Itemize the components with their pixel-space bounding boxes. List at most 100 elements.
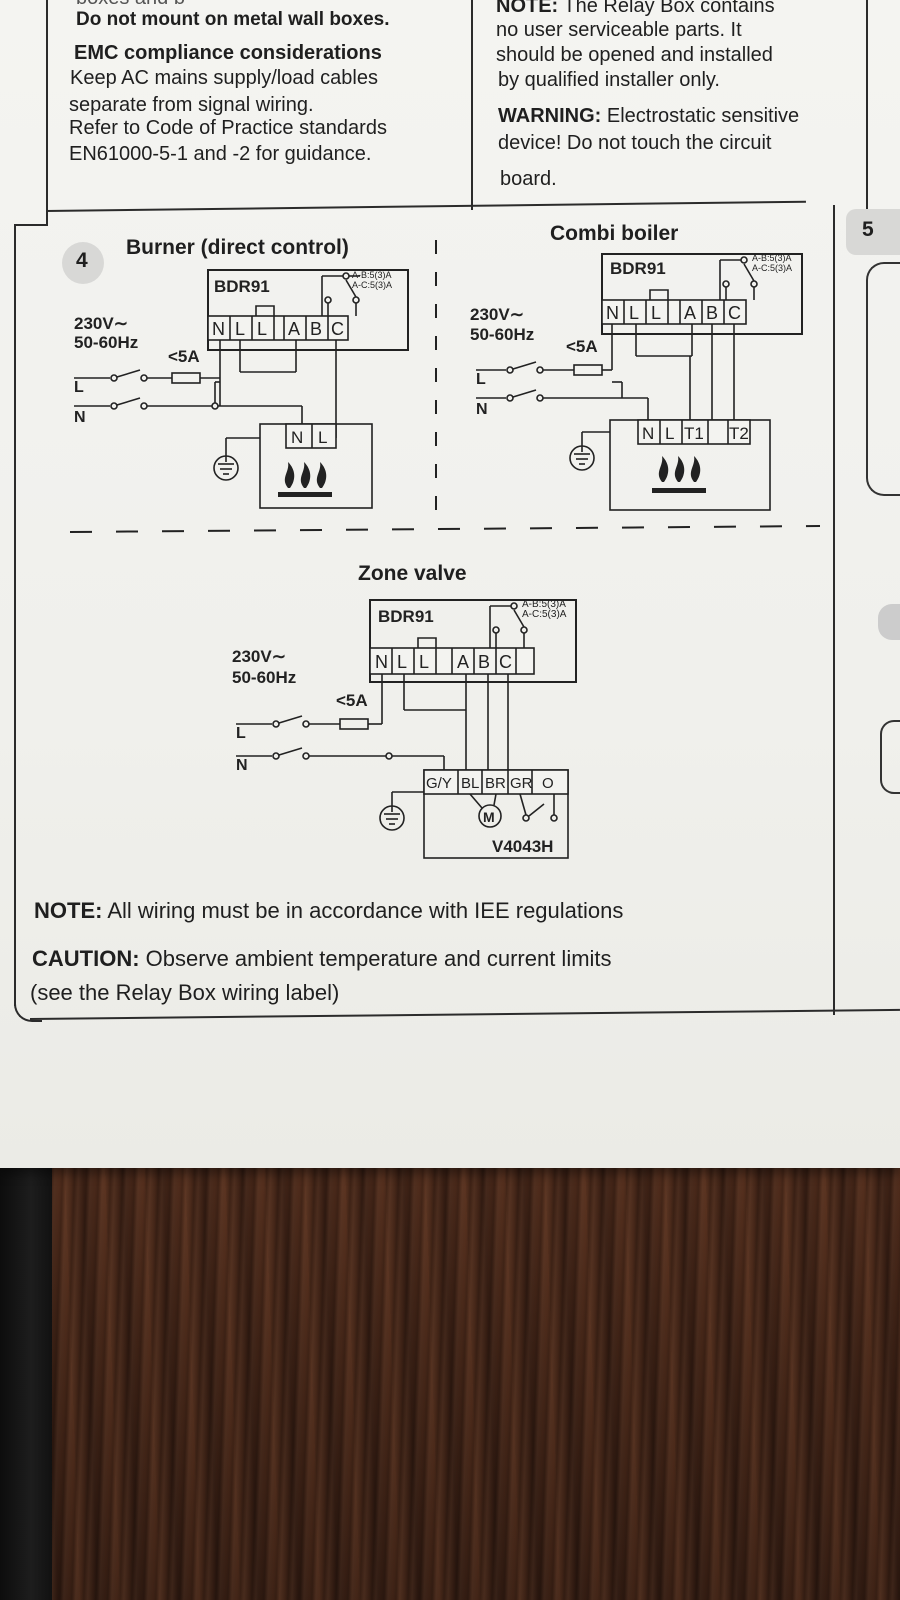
combi-load-l: L [665,424,674,443]
footer-note: NOTE: All wiring must be in accordance w… [34,898,623,924]
warning-line-3: board. [500,168,557,190]
zone-l-label: L [236,725,246,742]
combi-load-t2: T2 [729,424,749,443]
footer-caution-text: Observe ambient temperature and current … [139,946,612,971]
diagram-separators [69,240,820,533]
combi-rating-c: A-C:5(3)A [752,263,792,273]
emc-heading: EMC compliance considerations [74,42,382,64]
burner-n-label: N [74,409,86,426]
burner-term-a: A [288,319,300,339]
end-switch-icon [519,793,558,822]
emc-line-1: Keep AC mains supply/load cables [70,67,378,89]
combi-freq: 50-60Hz [470,325,534,344]
combi-title: Combi boiler [550,222,679,245]
zone-valve-model: V4043H [492,837,553,856]
footer-note-label: NOTE: [34,898,103,923]
frame-left [46,0,48,226]
burner-load-l: L [318,428,327,447]
burner-fuse: <5A [168,347,200,366]
burner-voltage: 230V∼ [74,314,128,333]
zone-term-b: B [478,652,490,672]
zone-valve-br: BR [485,775,506,792]
combi-earth-icon [569,432,595,471]
zone-valve-gr: GR [510,775,533,792]
note-line-3: should be opened and installed [496,44,773,66]
combi-term-a: A [684,303,696,323]
combi-relay-label: BDR91 [610,259,666,278]
zone-term-a: A [457,652,469,672]
burner-term-l2: L [257,319,267,339]
burner-rating-c: A-C:5(3)A [352,280,392,290]
zone-freq: 50-60Hz [232,668,296,687]
black-strap [0,1160,52,1600]
zone-rating-a: A-B:5(3)A [522,599,566,610]
zone-diagram: BDR91 A-B:5(3)A A-C:5(3)A N L L A B C 23… [232,599,577,859]
note-line-4: by qualified installer only. [498,69,720,91]
motor-icon: M [469,793,502,828]
zone-term-c: C [499,652,512,672]
burner-rating-a: A-B:5(3)A [352,270,392,280]
zone-motor-label: M [483,809,495,825]
step-5-number: 5 [862,218,874,241]
burner-freq: 50-60Hz [74,333,138,352]
warning-line-1: WARNING: Electrostatic sensitive [498,104,799,129]
burner-term-c: C [331,319,344,339]
footer-caution-2: (see the Relay Box wiring label) [30,980,340,1005]
combi-l-label: L [476,371,486,388]
note-line-1: NOTE: The Relay Box contains [496,0,775,19]
emc-line-2: separate from signal wiring. [69,94,314,116]
burner-earth-icon [213,438,239,481]
combi-term-l1: L [629,303,639,323]
frame-corner [14,994,42,1022]
frame-divider [46,200,806,212]
combi-term-c: C [728,303,741,323]
combi-n-label: N [476,401,488,418]
burner-term-n: N [212,319,225,339]
zone-n-label: N [236,757,248,774]
footer-caution-label: CAUTION: [32,946,140,971]
zone-valve-o: O [542,775,554,792]
burner-relay-label: BDR91 [214,277,270,296]
zone-valve-gy: G/Y [426,775,452,792]
burner-l-label: L [74,379,84,396]
frame-bottom [30,1008,900,1020]
zone-title: Zone valve [358,562,467,585]
burner-diagram: BDR91 A-B:5(3)A A-C:5(3)A N L L A B C 23… [74,269,409,509]
combi-voltage: 230V∼ [470,305,524,324]
zone-valve-bl: BL [461,775,479,792]
combi-load-t1: T1 [684,424,704,443]
zone-term-l2: L [419,652,429,672]
footer-note-text: All wiring must be in accordance with IE… [102,898,624,923]
burner-term-l1: L [235,319,245,339]
step-4-number: 4 [76,249,88,272]
cut-line-text: boxes and b [76,0,185,11]
frame-right-lower [833,205,835,1015]
emc-line-4: EN61000-5-1 and -2 for guidance. [69,143,372,165]
zone-term-n: N [375,652,388,672]
warning-text-1: Electrostatic sensitive [601,105,800,127]
next-panel-edge-2 [878,604,900,640]
frame-right-top [866,0,868,210]
step-5-badge [846,209,900,255]
combi-fuse: <5A [566,337,598,356]
warning-label: WARNING: [498,105,602,127]
instruction-sheet: boxes and b Do not mount on metal wall b… [0,0,900,1168]
combi-term-l2: L [651,303,661,323]
frame-left-top-join [14,224,48,226]
burner-term-b: B [310,319,322,339]
note-line-2: no user serviceable parts. It [496,19,742,41]
next-panel-edge-3 [880,720,900,794]
emc-line-3: Refer to Code of Practice standards [69,117,387,139]
note-label: NOTE: [496,0,559,17]
next-panel-edge [866,262,900,496]
combi-flame-icon [652,456,706,493]
burner-title: Burner (direct control) [126,236,349,259]
footer-caution: CAUTION: Observe ambient temperature and… [32,946,612,972]
zone-rating-c: A-C:5(3)A [522,609,567,620]
combi-diagram: BDR91 A-B:5(3)A A-C:5(3)A N L L A B C 23… [470,253,803,511]
burner-load-n: N [291,428,303,447]
frame-mid [471,0,473,210]
combi-term-n: N [606,303,619,323]
zone-voltage: 230V∼ [232,647,286,666]
step-4-badge [62,242,104,284]
